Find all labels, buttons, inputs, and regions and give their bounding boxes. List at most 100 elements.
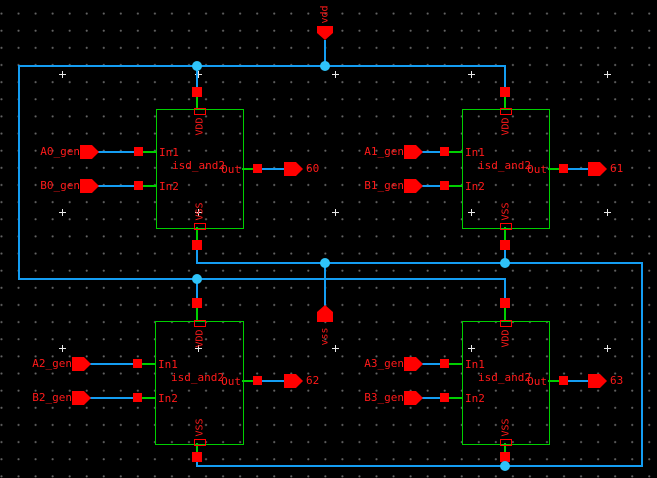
output-pin-icon[interactable] bbox=[284, 374, 303, 388]
instance-pin-square[interactable] bbox=[559, 376, 568, 385]
grid-cross bbox=[332, 71, 339, 78]
instance-pin-square[interactable] bbox=[133, 393, 142, 402]
instance-pin-square[interactable] bbox=[134, 181, 143, 190]
wire-segment[interactable] bbox=[196, 262, 643, 264]
wire-junction-dot[interactable] bbox=[500, 461, 510, 471]
net-label[interactable]: B2_gen bbox=[32, 391, 72, 404]
wire-segment[interactable] bbox=[262, 168, 284, 170]
net-label[interactable]: 62 bbox=[306, 374, 320, 387]
wire-junction-dot[interactable] bbox=[320, 61, 330, 71]
vss-pin-label[interactable]: vss bbox=[319, 327, 331, 346]
wire-segment[interactable] bbox=[421, 185, 441, 187]
instance-pin-square[interactable] bbox=[440, 393, 449, 402]
symbol-pin-stub bbox=[504, 227, 506, 240]
instance-pin-square[interactable] bbox=[500, 87, 510, 97]
net-label[interactable]: 60 bbox=[306, 162, 320, 175]
wire-segment[interactable] bbox=[504, 279, 506, 299]
vss-terminal-icon bbox=[193, 439, 206, 446]
instance-pin-square[interactable] bbox=[192, 452, 202, 462]
instance-pin-square[interactable] bbox=[134, 147, 143, 156]
wire-junction-dot[interactable] bbox=[192, 61, 202, 71]
wire-junction-dot[interactable] bbox=[320, 258, 330, 268]
instance-pin-square[interactable] bbox=[500, 452, 510, 462]
instance-pin-square[interactable] bbox=[133, 359, 142, 368]
net-label[interactable]: A0_gen bbox=[40, 145, 80, 158]
vdd-pin-label[interactable]: vdd bbox=[319, 5, 331, 24]
net-label[interactable]: A3_gen bbox=[364, 357, 404, 370]
wire-segment[interactable] bbox=[641, 262, 643, 467]
wire-segment[interactable] bbox=[196, 279, 198, 299]
instance-pin-square[interactable] bbox=[500, 240, 510, 250]
instance-isd_and2-1[interactable]: VDD VSS In1 In2 Out isd_and2 bbox=[462, 108, 550, 230]
net-label[interactable]: A2_gen bbox=[32, 357, 72, 370]
vss-terminal-icon bbox=[194, 223, 206, 230]
net-label[interactable]: A1_gen bbox=[364, 145, 404, 158]
wire-segment[interactable] bbox=[18, 65, 506, 67]
instance-pin-square[interactable] bbox=[192, 87, 202, 97]
wire-segment[interactable] bbox=[324, 263, 326, 306]
wire-segment[interactable] bbox=[196, 465, 643, 467]
pin-label-vss: VSS bbox=[194, 418, 205, 437]
wire-segment[interactable] bbox=[196, 250, 198, 263]
instance-pin-square[interactable] bbox=[559, 164, 568, 173]
wire-segment[interactable] bbox=[18, 65, 20, 280]
wire-segment[interactable] bbox=[97, 185, 135, 187]
instance-pin-square[interactable] bbox=[253, 164, 262, 173]
wire-segment[interactable] bbox=[421, 363, 441, 365]
instance-pin-square[interactable] bbox=[192, 298, 202, 308]
input-pin-icon[interactable] bbox=[72, 357, 91, 371]
grid-cross bbox=[468, 345, 475, 352]
wire-segment[interactable] bbox=[568, 380, 588, 382]
output-pin-icon[interactable] bbox=[588, 374, 607, 388]
wire-segment[interactable] bbox=[421, 397, 441, 399]
instance-pin-square[interactable] bbox=[440, 359, 449, 368]
wire-segment[interactable] bbox=[88, 397, 134, 399]
instance-isd_and2-0[interactable]: VDD VSS In1 In2 Out isd_and2 bbox=[156, 108, 244, 230]
symbol-pin-stub bbox=[142, 397, 155, 399]
grid-cross bbox=[468, 209, 475, 216]
grid-cross bbox=[332, 345, 339, 352]
net-label[interactable]: 61 bbox=[610, 162, 624, 175]
instance-pin-square[interactable] bbox=[192, 240, 202, 250]
net-label[interactable]: B3_gen bbox=[364, 391, 404, 404]
net-label[interactable]: 63 bbox=[610, 374, 624, 387]
wire-segment[interactable] bbox=[18, 278, 506, 280]
instance-pin-square[interactable] bbox=[253, 376, 262, 385]
input-pin-icon[interactable] bbox=[404, 179, 423, 193]
wire-segment[interactable] bbox=[262, 380, 284, 382]
input-pin-icon[interactable] bbox=[80, 179, 99, 193]
wire-segment[interactable] bbox=[504, 250, 506, 263]
input-pin-icon[interactable] bbox=[72, 391, 91, 405]
input-pin-icon[interactable] bbox=[404, 145, 423, 159]
wire-segment[interactable] bbox=[196, 462, 198, 466]
input-pin-icon[interactable] bbox=[80, 145, 99, 159]
instance-pin-square[interactable] bbox=[440, 147, 449, 156]
vss-pin-icon[interactable] bbox=[317, 305, 333, 322]
instance-pin-square[interactable] bbox=[440, 181, 449, 190]
wire-segment[interactable] bbox=[504, 66, 506, 88]
instance-pin-square[interactable] bbox=[500, 298, 510, 308]
symbol-pin-stub bbox=[143, 151, 156, 153]
wire-junction-dot[interactable] bbox=[500, 258, 510, 268]
wire-segment[interactable] bbox=[568, 168, 588, 170]
wire-segment[interactable] bbox=[88, 363, 134, 365]
wire-segment[interactable] bbox=[324, 40, 326, 66]
input-pin-icon[interactable] bbox=[404, 357, 423, 371]
wire-segment[interactable] bbox=[196, 66, 198, 88]
output-pin-icon[interactable] bbox=[588, 162, 607, 176]
grid-cross bbox=[195, 71, 202, 78]
wire-segment[interactable] bbox=[421, 151, 441, 153]
instance-isd_and2-2[interactable]: VDD VSS In1 In2 Out isd_and2 bbox=[155, 320, 244, 446]
net-label[interactable]: B1_gen bbox=[364, 179, 404, 192]
instance-isd_and2-3[interactable]: VDD VSS In1 In2 Out isd_and2 bbox=[462, 320, 550, 446]
net-label[interactable]: B0_gen bbox=[40, 179, 80, 192]
symbol-pin-stub bbox=[242, 168, 254, 170]
wire-junction-dot[interactable] bbox=[192, 274, 202, 284]
output-pin-icon[interactable] bbox=[284, 162, 303, 176]
symbol-pin-stub bbox=[196, 443, 198, 452]
input-pin-icon[interactable] bbox=[404, 391, 423, 405]
vdd-pin-icon[interactable] bbox=[317, 26, 333, 40]
wire-segment[interactable] bbox=[97, 151, 135, 153]
pin-label-out: Out bbox=[527, 375, 547, 388]
